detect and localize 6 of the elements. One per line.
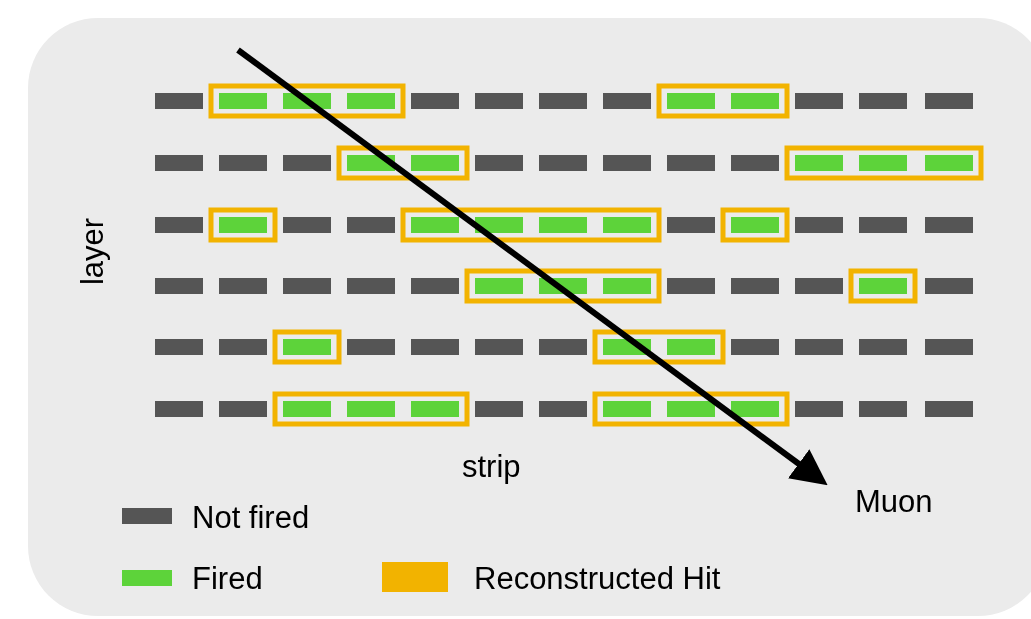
- arrow-label: Muon: [855, 486, 933, 517]
- legend-label: Fired: [192, 563, 263, 594]
- axis-label: strip: [462, 451, 521, 482]
- legend-label: Reconstructed Hit: [474, 563, 721, 594]
- axis-label: layer: [77, 217, 109, 286]
- legend-label: Not fired: [192, 502, 310, 533]
